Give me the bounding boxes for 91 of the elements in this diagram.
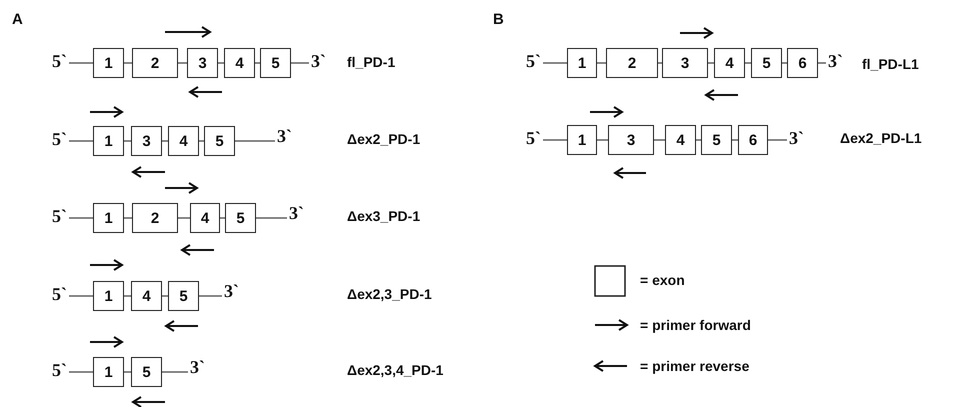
intron-line xyxy=(199,295,222,297)
exon-box: 2 xyxy=(132,48,178,78)
intron-line xyxy=(782,62,787,64)
exon-box: 4 xyxy=(665,125,696,155)
legend-text: = exon xyxy=(640,272,685,288)
intron-line xyxy=(818,62,826,64)
intron-line xyxy=(220,217,225,219)
intron-line xyxy=(69,140,93,142)
intron-line xyxy=(124,62,132,64)
intron-line xyxy=(162,140,168,142)
strand-end-label: 5` xyxy=(52,129,67,149)
exon-box: 5 xyxy=(751,48,782,78)
exon-box: 4 xyxy=(168,126,199,156)
exon-box: 1 xyxy=(93,357,124,387)
intron-line xyxy=(124,371,131,373)
intron-line xyxy=(178,62,187,64)
strand-end-label: 5` xyxy=(526,51,541,71)
intron-line xyxy=(255,62,260,64)
intron-line xyxy=(178,217,190,219)
exon-box: 5 xyxy=(260,48,291,78)
panel-letter: B xyxy=(493,12,504,28)
intron-line xyxy=(124,295,131,297)
strand-end-label: 5` xyxy=(526,128,541,148)
legend-text: = primer forward xyxy=(640,317,751,333)
intron-line xyxy=(69,62,93,64)
exon-box: 5 xyxy=(131,357,162,387)
strand-end-label: 5` xyxy=(52,206,67,226)
exon-box: 2 xyxy=(132,203,178,233)
strand-end-label: 5` xyxy=(52,360,67,380)
strand-end-label: 3` xyxy=(311,51,326,71)
exon-box: 1 xyxy=(93,203,124,233)
intron-line xyxy=(708,62,714,64)
panel-letter: A xyxy=(12,12,23,28)
exon-box: 3 xyxy=(608,125,654,155)
strand-end-label: 3` xyxy=(789,128,804,148)
intron-line xyxy=(218,62,224,64)
intron-line xyxy=(256,217,287,219)
strand-end-label: 3` xyxy=(224,281,239,301)
exon-box: 3 xyxy=(187,48,218,78)
intron-line xyxy=(235,140,275,142)
transcript-name: Δex2_PD-L1 xyxy=(840,130,922,146)
intron-line xyxy=(69,295,93,297)
intron-line xyxy=(162,295,168,297)
legend-text: = primer reverse xyxy=(640,358,750,374)
transcript-name: Δex2,3_PD-1 xyxy=(347,286,432,302)
exon-box: 3 xyxy=(662,48,708,78)
intron-line xyxy=(199,140,204,142)
exon-box: 1 xyxy=(567,48,597,78)
exon-box: 5 xyxy=(168,281,199,311)
strand-end-label: 5` xyxy=(52,51,67,71)
transcript-name: fl_PD-L1 xyxy=(862,56,919,72)
intron-line xyxy=(597,62,606,64)
intron-line xyxy=(732,139,738,141)
exon-box: 1 xyxy=(93,126,124,156)
intron-line xyxy=(696,139,701,141)
exon-box: 5 xyxy=(701,125,732,155)
intron-line xyxy=(768,139,787,141)
intron-line xyxy=(124,217,132,219)
exon-box: 2 xyxy=(606,48,658,78)
intron-line xyxy=(654,139,665,141)
exon-box: 4 xyxy=(190,203,220,233)
exon-box: 4 xyxy=(714,48,745,78)
exon-box: 6 xyxy=(738,125,768,155)
transcript-name: Δex2_PD-1 xyxy=(347,131,420,147)
intron-line xyxy=(291,62,309,64)
intron-line xyxy=(69,371,93,373)
exon-box: 5 xyxy=(204,126,235,156)
transcript-name: Δex2,3,4_PD-1 xyxy=(347,362,444,378)
intron-line xyxy=(745,62,751,64)
exon-box: 1 xyxy=(93,281,124,311)
exon-box: 3 xyxy=(131,126,162,156)
exon-box: 6 xyxy=(787,48,818,78)
exon-box: 4 xyxy=(224,48,255,78)
strand-end-label: 5` xyxy=(52,284,67,304)
strand-end-label: 3` xyxy=(190,357,205,377)
exon-box: 5 xyxy=(225,203,256,233)
intron-line xyxy=(658,62,662,64)
exon-box: 1 xyxy=(93,48,124,78)
exon-box: 4 xyxy=(131,281,162,311)
intron-line xyxy=(69,217,93,219)
transcript-name: fl_PD-1 xyxy=(347,54,396,70)
strand-end-label: 3` xyxy=(289,203,304,223)
intron-line xyxy=(162,371,188,373)
intron-line xyxy=(543,139,567,141)
exon-box: 1 xyxy=(567,125,597,155)
transcript-name: Δex3_PD-1 xyxy=(347,208,420,224)
intron-line xyxy=(124,140,131,142)
intron-line xyxy=(543,62,567,64)
intron-line xyxy=(597,139,608,141)
strand-end-label: 3` xyxy=(828,51,843,71)
strand-end-label: 3` xyxy=(277,126,292,146)
